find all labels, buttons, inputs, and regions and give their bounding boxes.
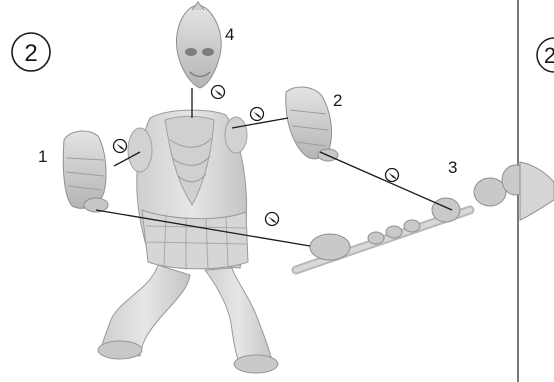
glue-drop-icon <box>266 213 279 226</box>
head-part <box>176 2 221 88</box>
callout-2: 2 <box>333 91 342 110</box>
glue-drop-icon <box>251 108 264 121</box>
callout-3: 3 <box>448 158 457 177</box>
step-number: 2 <box>24 40 37 67</box>
step-badge: 2 <box>12 33 50 71</box>
glue-drop-icon <box>212 86 225 99</box>
glue-drop-icon <box>386 169 399 182</box>
right-arm-part <box>286 87 338 161</box>
callout-1: 1 <box>38 147 47 166</box>
next-step-badge: 2 <box>537 38 554 72</box>
left-arm-part <box>63 131 108 212</box>
next-step-number: 2 <box>544 43 554 68</box>
callout-4: 4 <box>225 25 234 44</box>
staff-part <box>296 162 554 270</box>
glue-drop-icon <box>114 140 127 153</box>
